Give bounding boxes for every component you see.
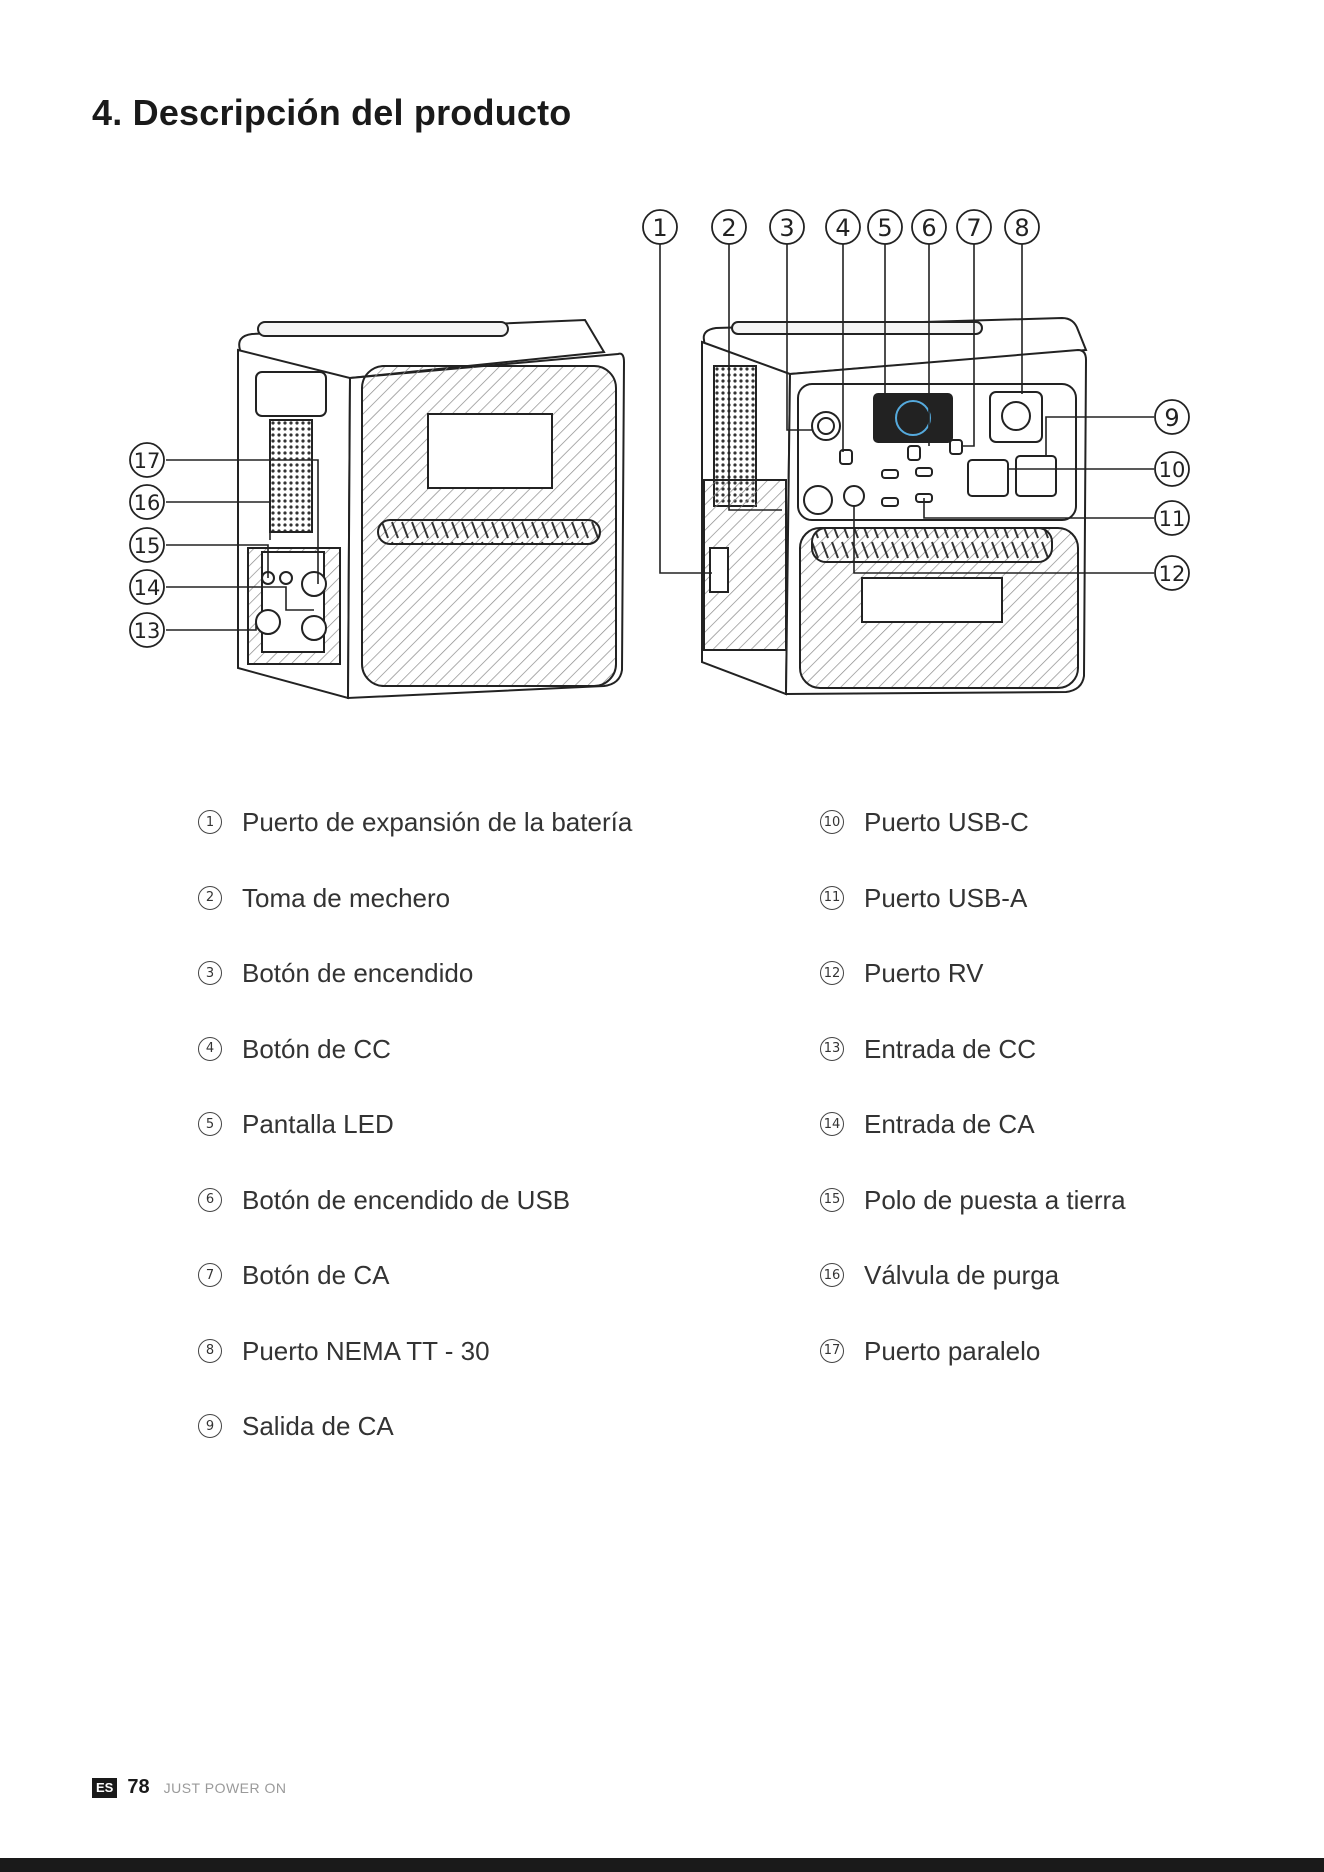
- callout-4-number: 4: [835, 214, 850, 242]
- legend-label: Botón de encendido de USB: [242, 1184, 571, 1215]
- front-unit-drawing: [701, 316, 1088, 696]
- callout-3-number: 3: [779, 214, 794, 242]
- legend-item: 17 Puerto paralelo: [820, 1334, 1126, 1410]
- legend-number: 6: [198, 1187, 222, 1212]
- footer-tagline: JUST POWER ON: [163, 1779, 287, 1796]
- callout-9-number: 9: [1164, 404, 1179, 432]
- language-badge: ES: [92, 1777, 118, 1798]
- legend-item: 14 Entrada de CA: [820, 1107, 1126, 1183]
- callout-leaders: [166, 244, 1154, 631]
- callout-9: 9: [1154, 399, 1190, 435]
- callout-17: 17: [129, 442, 165, 478]
- legend-number: 1: [198, 810, 222, 834]
- legend-label: Toma de mechero: [242, 882, 451, 913]
- legend-number: 9: [198, 1414, 222, 1438]
- callout-2: 2: [711, 209, 747, 245]
- legend-number: 2: [198, 885, 222, 910]
- legend-number: 7: [198, 1263, 222, 1287]
- callout-5: 5: [867, 209, 903, 245]
- legend-number: 16: [820, 1263, 844, 1287]
- callout-8-number: 8: [1014, 214, 1029, 242]
- legend-item: 12 Puerto RV: [820, 956, 1126, 1032]
- legend-number: 12: [820, 961, 844, 985]
- callout-13: 13: [129, 612, 165, 648]
- callout-10-number: 10: [1159, 458, 1186, 482]
- callout-11: 11: [1154, 500, 1190, 536]
- legend-number: 8: [198, 1338, 222, 1363]
- callout-12-number: 12: [1159, 562, 1186, 586]
- callout-3: 3: [769, 209, 805, 245]
- legend-number: 5: [198, 1112, 222, 1136]
- legend-item: 2 Toma de mechero: [198, 881, 632, 957]
- legend-item: 10 Puerto USB-C: [820, 805, 1126, 881]
- legend-label: Entrada de CA: [864, 1109, 1035, 1139]
- bottom-bar: [0, 1858, 1324, 1872]
- callout-1-number: 1: [652, 214, 667, 242]
- legend-number: 11: [820, 885, 844, 910]
- legend-number: 4: [198, 1036, 222, 1061]
- legend-item: 15 Polo de puesta a tierra: [820, 1183, 1126, 1259]
- legend-label: Botón de CA: [242, 1260, 390, 1290]
- legend-item: 9 Salida de CA: [198, 1409, 632, 1485]
- callout-4: 4: [825, 209, 861, 245]
- callout-5-number: 5: [877, 214, 892, 242]
- callout-15: 15: [129, 527, 165, 563]
- legend-item: 8 Puerto NEMA TT - 30: [198, 1334, 632, 1410]
- legend-item: 5 Pantalla LED: [198, 1107, 632, 1183]
- callout-16: 16: [129, 484, 165, 520]
- legend-label: Entrada de CC: [864, 1033, 1036, 1064]
- callout-13-number: 13: [134, 619, 161, 643]
- callout-1: 1: [642, 209, 678, 245]
- legend-item: 4 Botón de CC: [198, 1032, 632, 1108]
- callout-2-number: 2: [721, 214, 736, 242]
- legend-number: 3: [198, 961, 222, 985]
- legend-label: Puerto de expansión de la batería: [242, 807, 633, 837]
- legend-item: 1 Puerto de expansión de la batería: [198, 805, 632, 881]
- page-footer: ES 78 JUST POWER ON: [92, 1776, 287, 1799]
- legend-item: 16 Válvula de purga: [820, 1258, 1126, 1334]
- legend-column-right: 10 Puerto USB-C 11 Puerto USB-A 12 Puerto R…: [820, 805, 1126, 1409]
- legend-label: Puerto NEMA TT - 30: [242, 1335, 490, 1366]
- callout-10: 10: [1154, 451, 1190, 487]
- page-title: 4. Descripción del producto: [92, 92, 572, 133]
- legend-label: Puerto USB-C: [864, 807, 1029, 837]
- legend-item: 7 Botón de CA: [198, 1258, 632, 1334]
- legend-number: 13: [820, 1036, 844, 1061]
- legend-number: 14: [820, 1112, 844, 1136]
- legend-label: Puerto RV: [864, 958, 984, 988]
- legend-label: Botón de encendido: [242, 958, 474, 988]
- legend-label: Polo de puesta a tierra: [864, 1184, 1126, 1215]
- rear-unit-drawing: [237, 318, 626, 700]
- callout-16-number: 16: [134, 491, 161, 515]
- product-diagram: 1 2 3 4 5 6 7 8 9 10 11 12 13 14 15 16 1…: [129, 209, 1190, 700]
- callout-14: 14: [129, 569, 165, 605]
- callout-7: 7: [956, 209, 992, 245]
- callout-12: 12: [1154, 555, 1190, 591]
- legend-label: Válvula de purga: [864, 1260, 1060, 1290]
- callout-6-number: 6: [921, 214, 936, 242]
- callout-6: 6: [911, 209, 947, 245]
- legend-label: Puerto USB-A: [864, 882, 1028, 913]
- callout-11-number: 11: [1159, 507, 1186, 531]
- callout-8: 8: [1004, 209, 1040, 245]
- legend-item: 3 Botón de encendido: [198, 956, 632, 1032]
- legend-label: Botón de CC: [242, 1033, 391, 1064]
- legend-number: 17: [820, 1338, 844, 1363]
- callout-17-number: 17: [134, 449, 161, 473]
- legend-number: 10: [820, 810, 844, 834]
- legend-label: Puerto paralelo: [864, 1335, 1041, 1366]
- page-number: 78: [127, 1776, 150, 1798]
- callout-15-number: 15: [134, 534, 161, 558]
- callout-7-number: 7: [966, 214, 981, 242]
- callout-14-number: 14: [134, 576, 161, 600]
- legend-label: Salida de CA: [242, 1411, 394, 1441]
- legend-number: 15: [820, 1187, 844, 1212]
- legend-column-left: 1 Puerto de expansión de la batería 2 Toma…: [198, 805, 632, 1485]
- legend-label: Pantalla LED: [242, 1109, 394, 1139]
- legend-item: 13 Entrada de CC: [820, 1032, 1126, 1108]
- legend-item: 6 Botón de encendido de USB: [198, 1183, 632, 1259]
- callout-markers: 1 2 3 4 5 6 7 8 9 10 11 12 13 14 15 16 1…: [129, 209, 1190, 648]
- legend-item: 11 Puerto USB-A: [820, 881, 1126, 957]
